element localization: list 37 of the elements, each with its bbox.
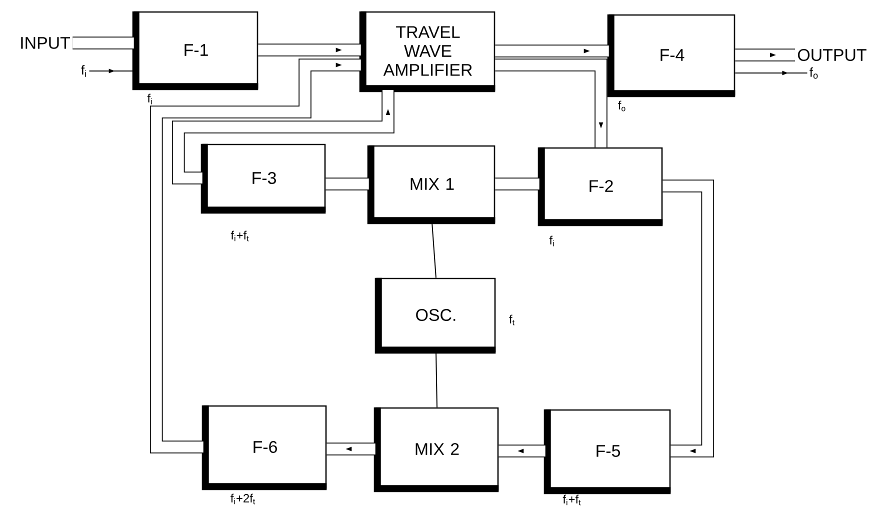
signal-label: INPUT [21,37,70,49]
block-box: F-3 [200,144,326,214]
frequency-label: f$_{i}$+2f$_{t}$ [230,494,256,504]
signal-label: OUTPUT [798,49,866,61]
connector [734,70,808,76]
block-box: F-1 [132,11,258,90]
frequency-label: f$_{i}$+f$_{t}$ [230,230,249,242]
connector [498,444,546,458]
connector [432,222,436,278]
frequency-label: f$_{o}$ [618,100,626,112]
frequency-label: f$_{i}$ [147,94,152,104]
connector [495,44,609,58]
connector [150,58,361,454]
block-box: F-5 [544,409,671,494]
connector [735,48,795,62]
frequency-label: f$_{i}$ [549,236,554,246]
connector [662,180,714,458]
block-box: OSC. [374,278,496,354]
connector [88,68,134,74]
signal-label: f$_{o}$ [810,67,818,79]
connector [326,178,369,190]
connector [172,90,394,184]
block-box: F-4 [607,14,736,98]
block-box: F-2 [538,147,663,226]
block-box: F-6 [202,405,327,490]
connector [72,36,134,50]
frequency-label: f$_{i}$+f$_{t}$ [562,494,581,506]
signal-label: f$_{i}$ [81,65,86,77]
connector [436,352,438,408]
block-box: MIX 2 [374,407,499,492]
connector [258,44,361,56]
connector [326,442,376,456]
block-box: TRAVEL WAVE AMPLIFIER [359,11,496,92]
block-box: MIX 1 [367,145,496,224]
connector [495,58,608,148]
connector [495,178,540,190]
frequency-label: f$_{t}$ [509,314,514,326]
